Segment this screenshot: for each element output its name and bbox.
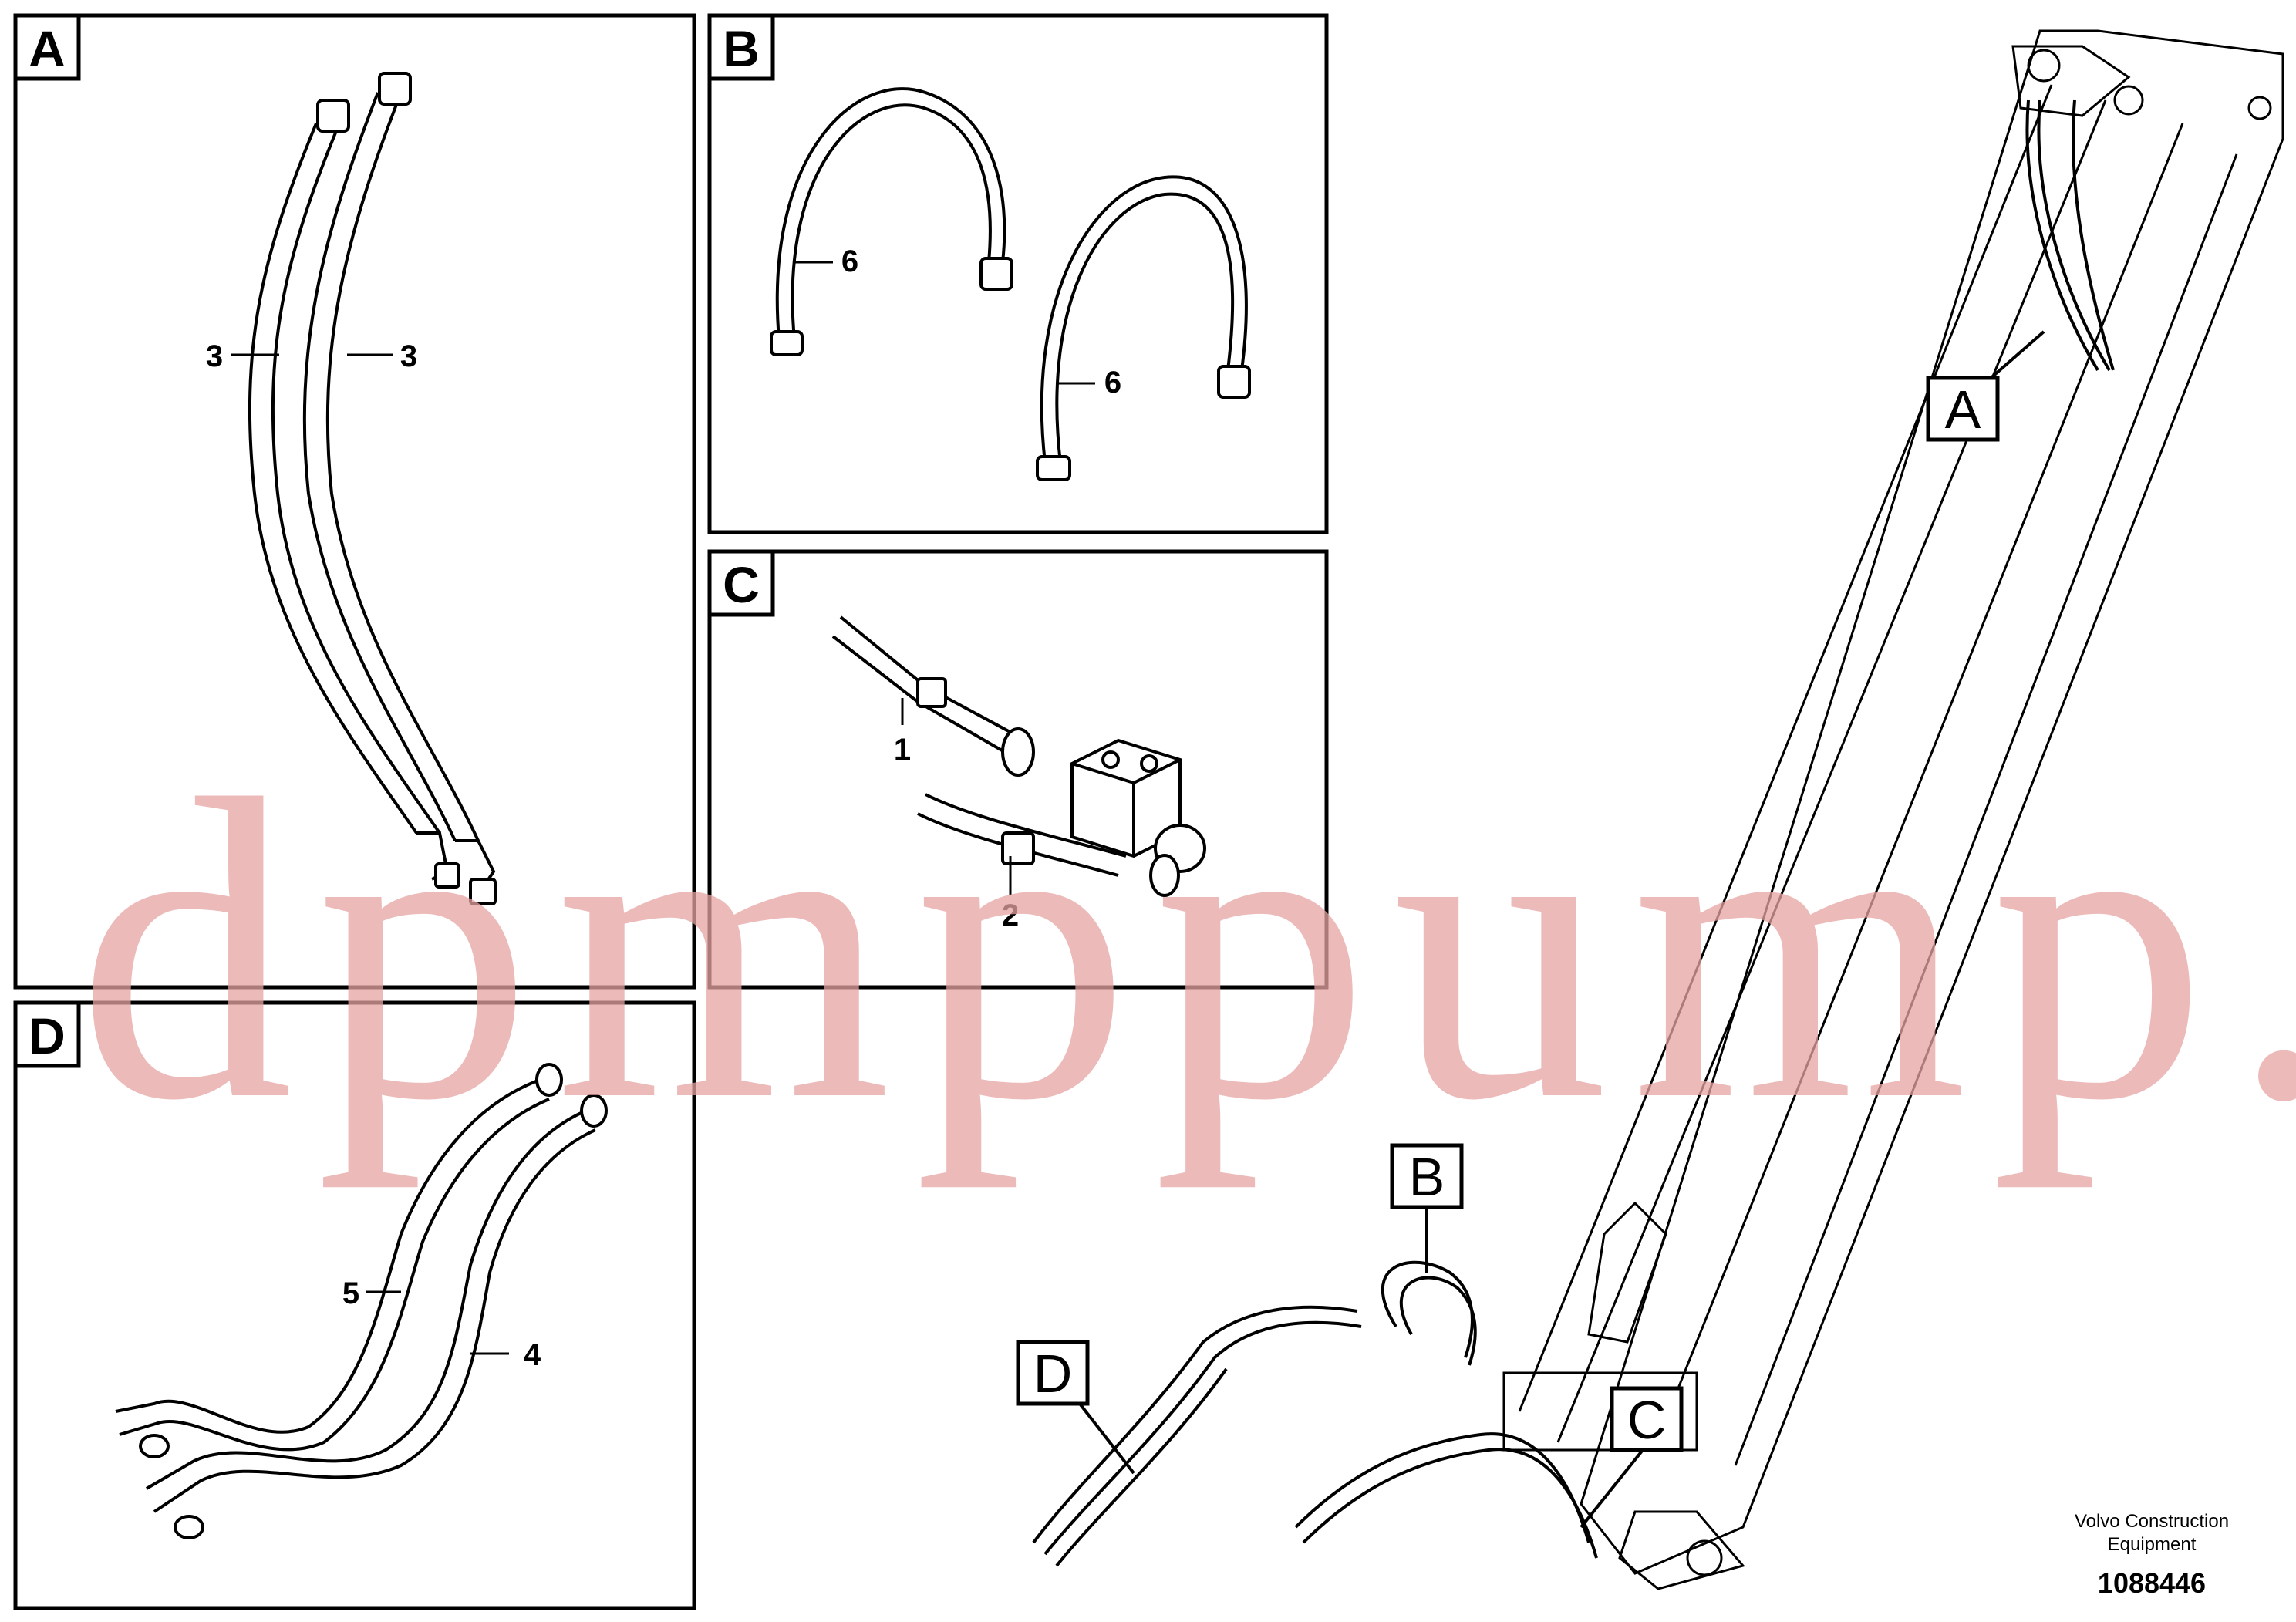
valve-block — [1001, 727, 1206, 897]
panel-b: B 6 6 — [707, 13, 1329, 534]
hose-fittings-a — [316, 72, 497, 905]
company-name-line1: Volvo Construction — [2075, 1511, 2229, 1532]
hose-6b — [1040, 175, 1248, 464]
part-label-3b: 3 — [400, 339, 417, 373]
part-label-5: 5 — [342, 1276, 359, 1310]
panel-b-letter: B — [723, 20, 760, 77]
callout-c-letter: C — [1627, 1390, 1667, 1450]
callout-c: C — [1580, 1386, 1684, 1529]
part-label-1: 1 — [894, 733, 911, 767]
panel-d: D 5 4 — [13, 1000, 696, 1610]
panel-c-letter: C — [723, 556, 760, 613]
part-label-6b: 6 — [1104, 366, 1121, 400]
boom-hoses-lower — [1032, 1260, 1598, 1567]
hose-fittings-b — [770, 257, 1251, 481]
part-label-6a: 6 — [841, 244, 858, 278]
callout-d-letter: D — [1033, 1344, 1073, 1404]
hose-4 — [145, 1109, 596, 1513]
panel-a: A 3 3 — [13, 13, 696, 990]
drawing-number: 1088446 — [2098, 1567, 2206, 1599]
footer: Volvo Construction Equipment 1088446 — [2075, 1511, 2229, 1599]
callout-b-letter: B — [1409, 1147, 1445, 1207]
hose-5 — [115, 1078, 550, 1452]
watermark: dpmppump.com — [77, 711, 2296, 1190]
panel-c: C 1 2 — [707, 549, 1329, 990]
part-label-2: 2 — [1002, 899, 1019, 932]
callout-b: B — [1390, 1143, 1464, 1273]
boom-hose-a — [2025, 99, 2115, 372]
part-label-4: 4 — [524, 1338, 541, 1372]
hose-fittings-d — [139, 1063, 608, 1539]
callout-d: D — [1016, 1340, 1135, 1475]
panel-a-letter: A — [29, 20, 66, 77]
company-name-line2: Equipment — [2108, 1534, 2197, 1555]
callout-a-letter: A — [1945, 379, 1981, 440]
boom-assembly — [1502, 29, 2284, 1590]
part-label-3a: 3 — [206, 339, 223, 373]
panel-d-letter: D — [29, 1007, 66, 1064]
hose-6a — [775, 87, 1006, 340]
callout-a: A — [1926, 330, 2045, 442]
